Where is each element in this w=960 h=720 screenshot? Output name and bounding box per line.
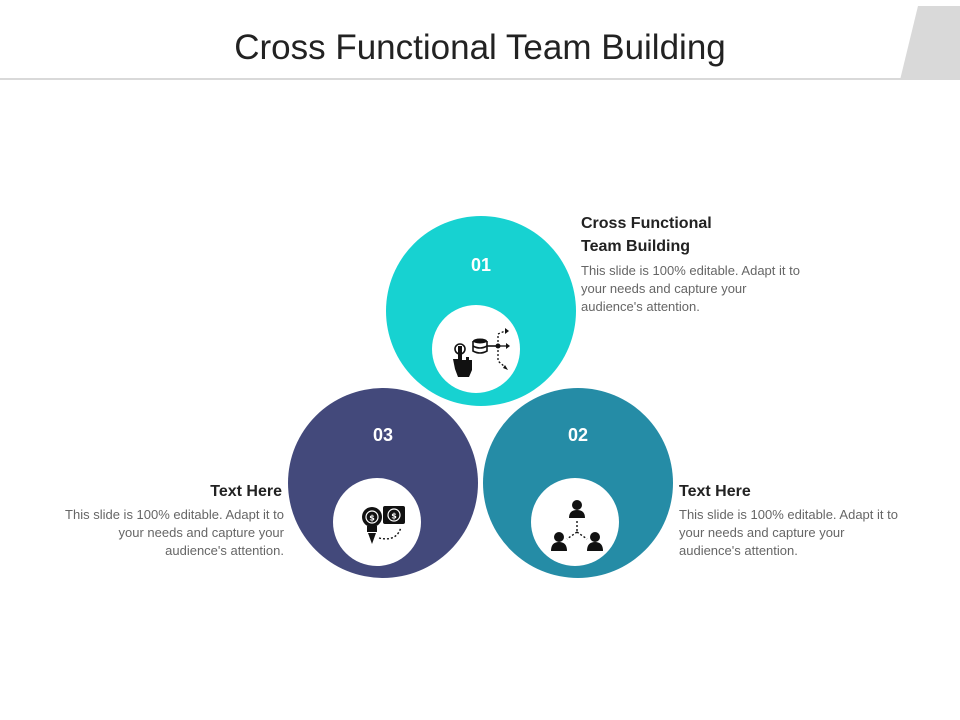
- segment-01-heading-line1: Cross Functional: [581, 215, 712, 232]
- segment-02-heading: Text Here: [679, 483, 751, 500]
- title-divider: [0, 78, 960, 80]
- segment-01-description: This slide is 100% editable. Adapt it to…: [581, 263, 800, 314]
- segment-01-number: 01: [470, 255, 492, 275]
- bulb-money-icon: $ $: [362, 506, 405, 544]
- segment-01-heading: Cross Functional Team Building: [581, 212, 801, 258]
- segment-03-description: This slide is 100% editable. Adapt it to…: [65, 507, 284, 558]
- icon-holder-02: [531, 478, 619, 566]
- segment-02-number: 02: [567, 425, 589, 445]
- team-network-icon: [551, 500, 603, 551]
- segment-03-heading: Text Here: [210, 483, 282, 500]
- corner-accent: [900, 6, 960, 80]
- svg-text:$: $: [391, 512, 397, 521]
- svg-text:$: $: [369, 514, 375, 523]
- icon-holder-01: [432, 305, 520, 393]
- hand-database-arrows-icon: [453, 328, 510, 377]
- segment-03-number: 03: [372, 425, 394, 445]
- segment-01-heading-line2: Team Building: [581, 238, 691, 255]
- segment-02-description: This slide is 100% editable. Adapt it to…: [679, 507, 898, 558]
- page-title: Cross Functional Team Building: [234, 28, 726, 67]
